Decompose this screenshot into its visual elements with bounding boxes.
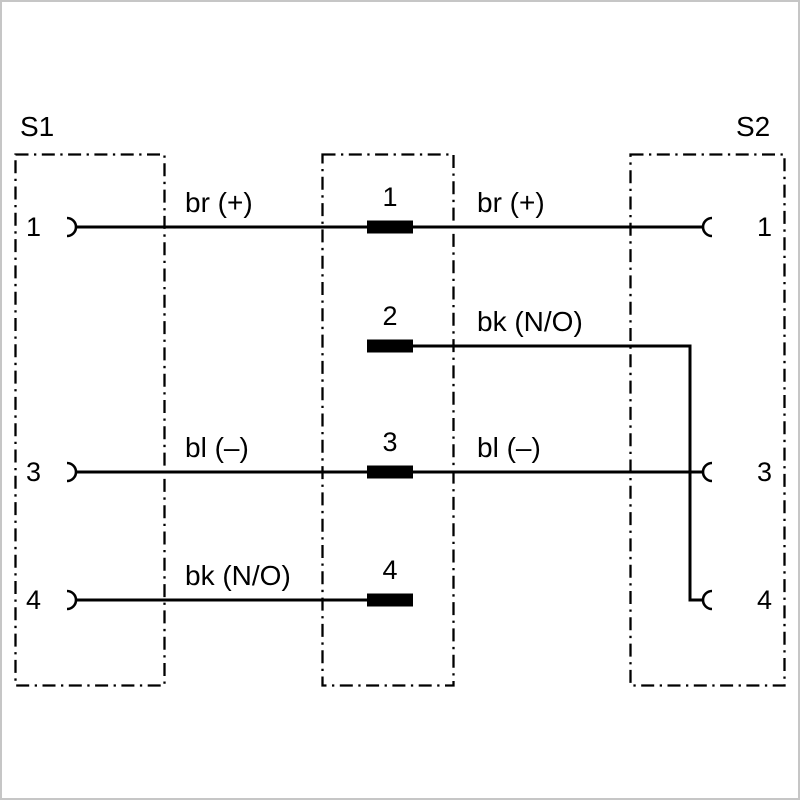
wire-1-label-right: br (+) — [477, 187, 545, 218]
s1-pin-1-number: 1 — [26, 212, 41, 242]
terminal-2-contact — [367, 339, 413, 353]
s2-pin-3-number: 3 — [757, 457, 772, 487]
terminal-block-outline — [321, 153, 455, 687]
wire-3-label-left: bl (–) — [185, 432, 249, 463]
wire-2-label: bk (N/O) — [477, 306, 583, 337]
connector-s1-outline — [14, 153, 166, 687]
wire-1-label-left: br (+) — [185, 187, 253, 218]
wire-4-label: bk (N/O) — [185, 560, 291, 591]
terminal-3-number: 3 — [382, 427, 397, 457]
wire-3-label-right: bl (–) — [477, 432, 541, 463]
terminal-4-number: 4 — [382, 555, 397, 585]
s2-pin-4-number: 4 — [757, 585, 772, 615]
terminal-3-contact — [367, 465, 413, 479]
terminal-2-number: 2 — [382, 301, 397, 331]
s2-pin-1-socket-icon — [701, 216, 713, 238]
connector-s2-label: S2 — [736, 111, 770, 142]
s1-pin-1-socket-icon — [66, 216, 78, 238]
s1-pin-4-number: 4 — [26, 585, 41, 615]
connector-s1-label: S1 — [20, 111, 54, 142]
s1-pin-3-socket-icon — [66, 461, 78, 483]
terminal-1-contact — [367, 220, 413, 234]
terminal-4-contact — [367, 593, 413, 607]
s2-pin-3-socket-icon — [701, 461, 713, 483]
s2-pin-1-number: 1 — [757, 212, 772, 242]
s2-pin-4-socket-icon — [701, 589, 713, 611]
s1-pin-4-socket-icon — [66, 589, 78, 611]
s1-pin-3-number: 3 — [26, 457, 41, 487]
terminal-1-number: 1 — [382, 182, 397, 212]
